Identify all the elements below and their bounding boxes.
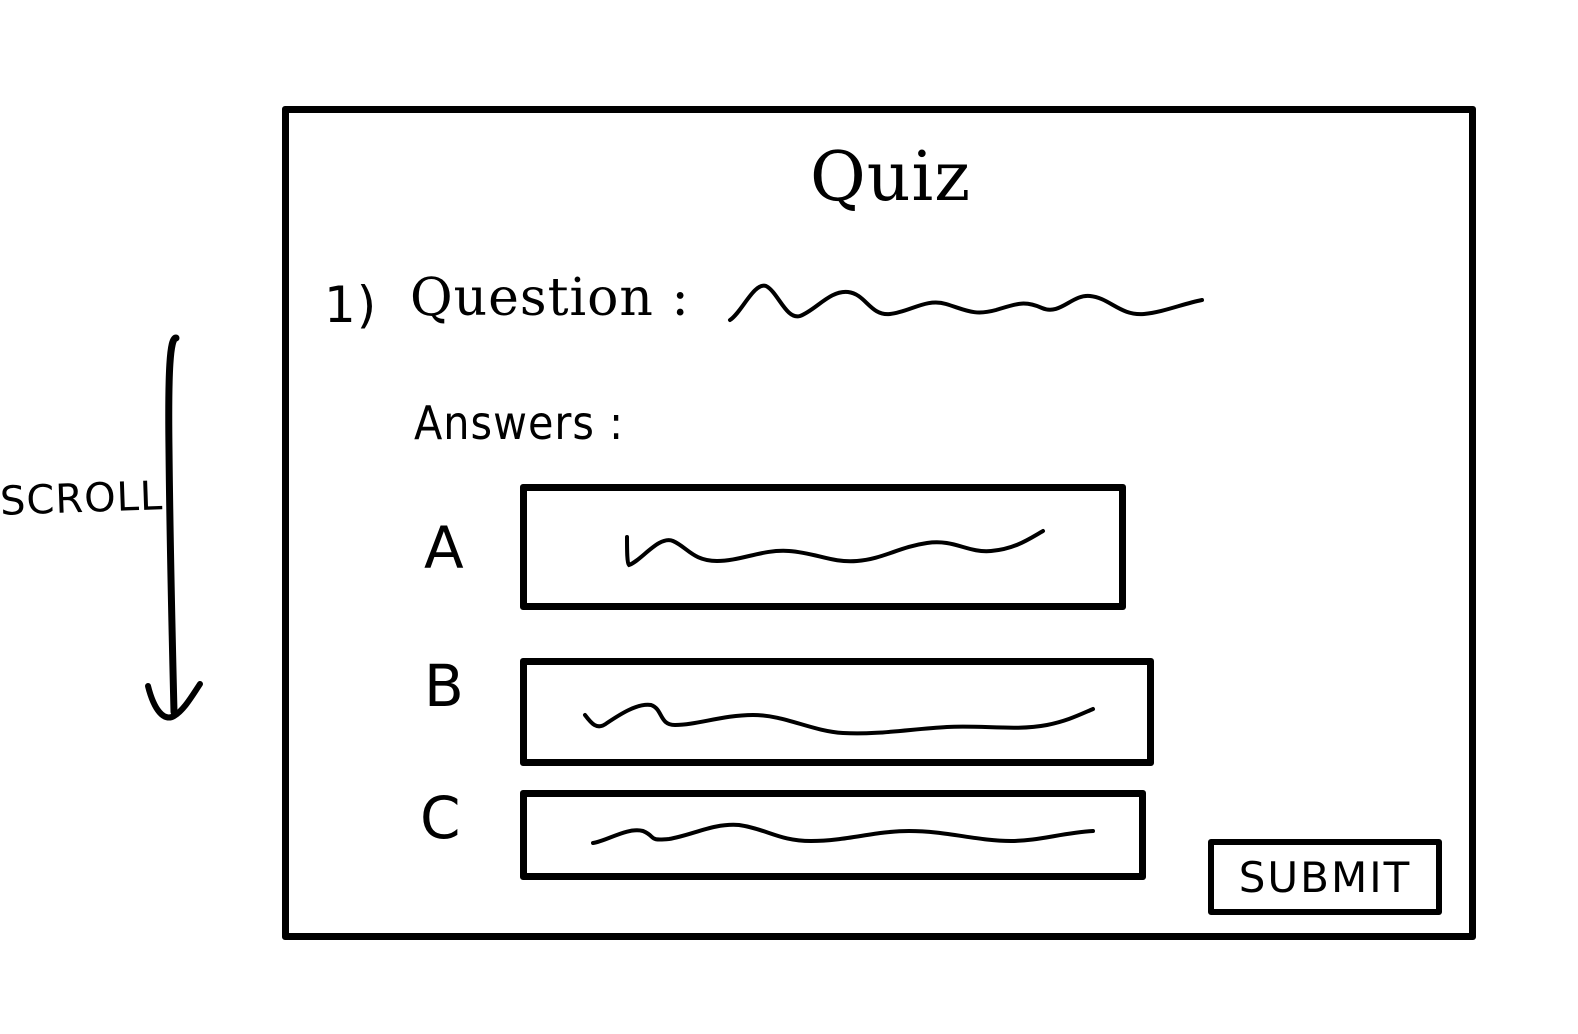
question-text-placeholder bbox=[728, 283, 1204, 322]
page-title: Quiz bbox=[810, 138, 972, 217]
answer-option-b[interactable] bbox=[520, 658, 1154, 766]
choice-letter-b: B bbox=[424, 652, 465, 720]
question-number: 1) bbox=[324, 276, 378, 334]
answer-text-placeholder bbox=[583, 702, 1095, 736]
choice-letter-a: A bbox=[424, 514, 465, 582]
choice-letter-c: C bbox=[420, 784, 462, 852]
answer-text-placeholder bbox=[591, 822, 1095, 845]
quiz-window bbox=[282, 106, 1476, 940]
question-label: Question : bbox=[410, 268, 690, 328]
answer-option-a[interactable] bbox=[520, 484, 1126, 610]
answer-text-placeholder bbox=[625, 529, 1045, 568]
answers-label: Answers : bbox=[414, 396, 625, 450]
submit-button[interactable]: SUBMIT bbox=[1208, 839, 1442, 915]
scroll-down-arrow-icon bbox=[145, 334, 203, 721]
answer-option-c[interactable] bbox=[520, 790, 1146, 880]
